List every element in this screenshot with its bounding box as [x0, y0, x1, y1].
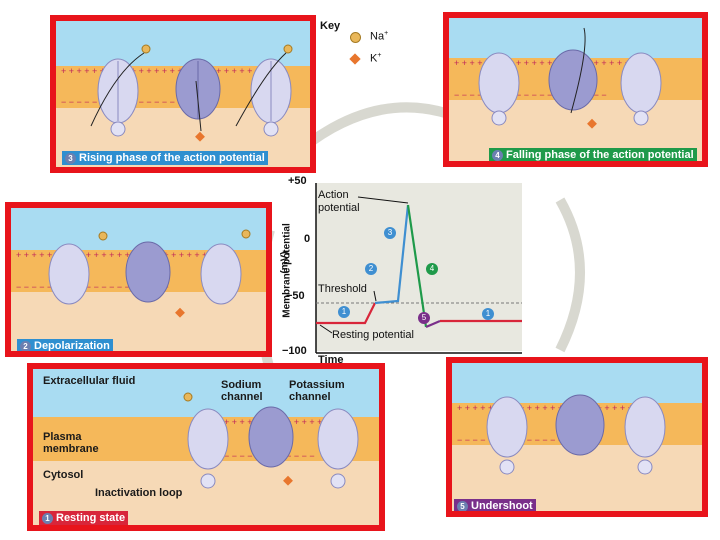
- phase-marker-3: 3: [384, 227, 396, 239]
- k-sup: +: [377, 52, 382, 59]
- k-label: K: [370, 52, 378, 65]
- svg-text:+ + + + + + + + + + + + + + +: + + + + + + + + + + + + + + + + + + + + …: [16, 250, 207, 260]
- phase-marker-2: 2: [365, 263, 377, 275]
- step-number: 5: [457, 500, 468, 511]
- panel-undershoot-art: + + + + + + + + + + + + + + + + + + + + …: [452, 363, 702, 511]
- key-title: Key: [320, 20, 341, 32]
- svg-text:+ + + + + + + + + + + + + + +: + + + + + + + + + + + + + + + + + + + + …: [61, 66, 252, 76]
- y-tick-0: 0: [304, 233, 311, 245]
- phase-marker-1: 1: [338, 306, 350, 318]
- caption-rising-text: Rising phase of the action potential: [79, 152, 265, 164]
- panel-falling: + + + + + + + + + + + + + + + + + + + + …: [443, 12, 708, 167]
- panel-falling-art: + + + + + + + + + + + + + + + + + + + + …: [449, 18, 702, 161]
- phase-marker-5: 5: [418, 312, 430, 324]
- caption-resting-text: Resting state: [56, 512, 126, 524]
- svg-text:− − − − − − − − − − − − − − −: − − − − − − − − − − − − − − − − − − −: [457, 435, 602, 445]
- panel-depolarization: + + + + + + + + + + + + + + + + + + + + …: [5, 202, 272, 357]
- label-resting-potential: Resting potential: [332, 329, 414, 341]
- label-inactivation-loop: Inactivation loop: [95, 487, 183, 499]
- step-number: 3: [65, 152, 76, 164]
- step-number: 2: [20, 340, 31, 351]
- caption-undershoot-text: Undershoot: [471, 500, 533, 512]
- step-number: 1: [42, 512, 53, 524]
- label-action: Action: [318, 189, 349, 201]
- label-sodium-channel: channel: [221, 391, 263, 403]
- panel-resting: + + + + + + + + + + + + + + + + + + + − …: [27, 363, 385, 531]
- y-tick-minus50: −50: [286, 290, 305, 302]
- caption-depolarization-text: Depolarization: [34, 340, 110, 352]
- panel-depol-art: + + + + + + + + + + + + + + + + + + + + …: [11, 208, 266, 351]
- na-ion-icon: [350, 32, 361, 43]
- label-potential: potential: [318, 202, 360, 214]
- y-tick-plus50: +50: [288, 175, 307, 187]
- phase-marker-4: 4: [426, 263, 438, 275]
- svg-text:− − − − − − − − − − − − − − −: − − − − − − − − − − − − − − − − − − − −: [454, 90, 607, 100]
- svg-text:+ + + + + + + + + + + + + + +: + + + + + + + + + + + + + + + + + + + + …: [454, 58, 645, 68]
- caption-falling-text: Falling phase of the action potential: [506, 149, 694, 161]
- panel-rising: + + + + + + + + + + + + + + + + + + + + …: [50, 15, 316, 173]
- label-threshold: Threshold: [318, 283, 367, 295]
- label-potassium-channel: channel: [289, 391, 331, 403]
- na-label: Na: [370, 30, 385, 43]
- svg-text:− − − − − − − − − − − − − − −: − − − − − − − − − − − − − − − − − − − −: [16, 282, 169, 292]
- label-sodium: Sodium: [221, 379, 262, 391]
- y-tick-minus100: −100: [282, 345, 307, 357]
- step-number: 4: [492, 149, 503, 161]
- label-membrane: membrane: [43, 443, 99, 455]
- label-cytosol: Cytosol: [43, 469, 84, 481]
- na-sup: +: [384, 30, 389, 37]
- x-axis-label: Time: [318, 354, 344, 366]
- label-plasma: Plasma: [43, 431, 82, 443]
- panel-rising-art: + + + + + + + + + + + + + + + + + + + + …: [56, 21, 310, 167]
- panel-undershoot: + + + + + + + + + + + + + + + + + + + + …: [446, 357, 708, 517]
- action-potential-graph: Membrane potential (mV) +50 0 −50 −100 T…: [270, 175, 530, 366]
- label-extracellular: Extracellular fluid: [43, 375, 136, 387]
- phase-marker-1b: 1: [482, 308, 494, 320]
- label-potassium: Potassium: [289, 379, 345, 391]
- svg-text:+ + + + + + + + + + + + + + +: + + + + + + + + + + + + + + + + + + + + …: [457, 403, 641, 413]
- graph-curves: [315, 183, 522, 354]
